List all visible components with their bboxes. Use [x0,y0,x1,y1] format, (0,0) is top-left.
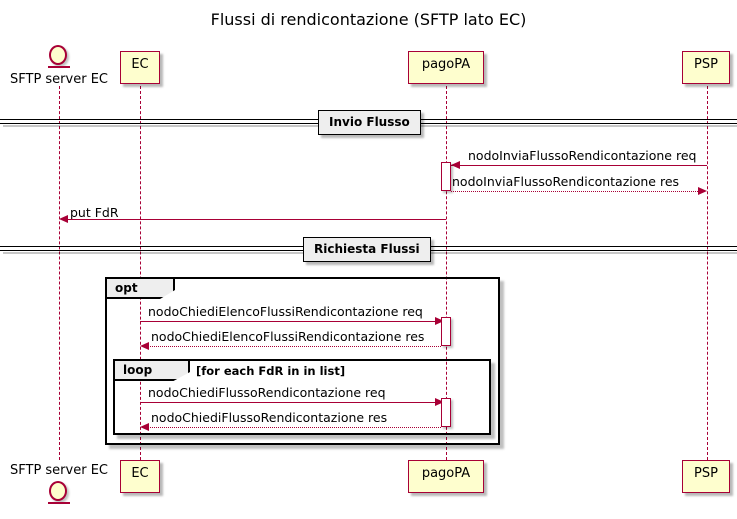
participant-psp-bottom[interactable]: PSP [682,460,730,493]
message-line-nodoinviaflussorendicontazione-req [451,165,707,166]
page-title: Flussi di rendicontazione (SFTP lato EC) [210,10,527,29]
message-label-nodoinviaflussorendicontazione-res: nodoInviaFlussoRendicontazione res [452,174,680,189]
lifeline-sftp-server-ec [59,86,60,460]
activation-bar-pagopa-invio [441,162,451,191]
separator-label-richiesta-flussi: Richiesta Flussi [303,237,431,262]
actor-base-icon [48,502,70,504]
message-label-nodochiediflussorendicontazione-res: nodoChiediFlussoRendicontazione res [151,410,388,425]
participant-psp-top[interactable]: PSP [682,51,730,84]
message-line-nodoinviaflussorendicontazione-res [451,191,698,192]
activation-bar-pagopa-flusso [441,398,451,427]
fragment-tab-loop: loop [115,361,190,381]
message-arrowhead-nodochiedielencoflussirendicontazione-req [435,317,444,325]
participant-pagopa-top[interactable]: pagoPA [408,51,484,84]
message-line-nodochiediflussorendicontazione-res [145,427,441,428]
lifeline-psp [707,86,708,460]
message-label-nodochiedielencoflussirendicontazione-res: nodoChiediElencoFlussiRendicontazione re… [151,329,425,344]
message-arrowhead-nodochiediflussorendicontazione-req [435,398,444,406]
message-line-nodochiedielencoflussirendicontazione-res [145,346,441,347]
message-label-nodoinviaflussorendicontazione-req: nodoInviaFlussoRendicontazione req [468,148,697,163]
actor-head-icon [49,45,67,65]
lifeline-ec [140,86,141,460]
message-line-nodochiedielencoflussirendicontazione-req [140,321,435,322]
message-label-nodochiediflussorendicontazione-req: nodoChiediFlussoRendicontazione req [148,385,386,400]
separator-label-invio-flusso: Invio Flusso [318,110,421,135]
actor-base-icon [48,66,70,68]
message-label-nodochiedielencoflussirendicontazione-req: nodoChiediElencoFlussiRendicontazione re… [148,304,423,319]
message-arrowhead-nodochiedielencoflussirendicontazione-res [140,342,149,350]
fragment-loop [113,359,491,435]
message-line-nodochiediflussorendicontazione-req [140,402,435,403]
lifeline-pagopa [446,86,447,460]
message-arrowhead-nodoinviaflussorendicontazione-res [698,187,707,195]
message-line-put-fdr [64,219,446,220]
actor-label-sftp-server-ec-bottom: SFTP server EC [10,463,108,478]
actor-sftp-server-ec-top [48,45,70,71]
message-arrowhead-nodochiediflussorendicontazione-res [140,423,149,431]
activation-bar-pagopa-elenco [441,317,451,346]
message-arrowhead-put-fdr [59,215,68,223]
participant-ec-bottom[interactable]: EC [120,460,160,493]
message-arrowhead-nodoinviaflussorendicontazione-req [451,161,460,169]
actor-label-sftp-server-ec-top: SFTP server EC [10,72,108,87]
actor-head-icon [49,481,67,501]
fragment-guard-loop: [for each FdR in in list] [196,364,346,378]
fragment-opt [105,277,500,445]
actor-sftp-server-ec-bottom [48,481,70,507]
message-label-put-fdr: put FdR [70,205,119,220]
fragment-tab-opt: opt [107,279,175,299]
participant-ec-top[interactable]: EC [120,51,160,84]
participant-pagopa-bottom[interactable]: pagoPA [408,460,484,493]
